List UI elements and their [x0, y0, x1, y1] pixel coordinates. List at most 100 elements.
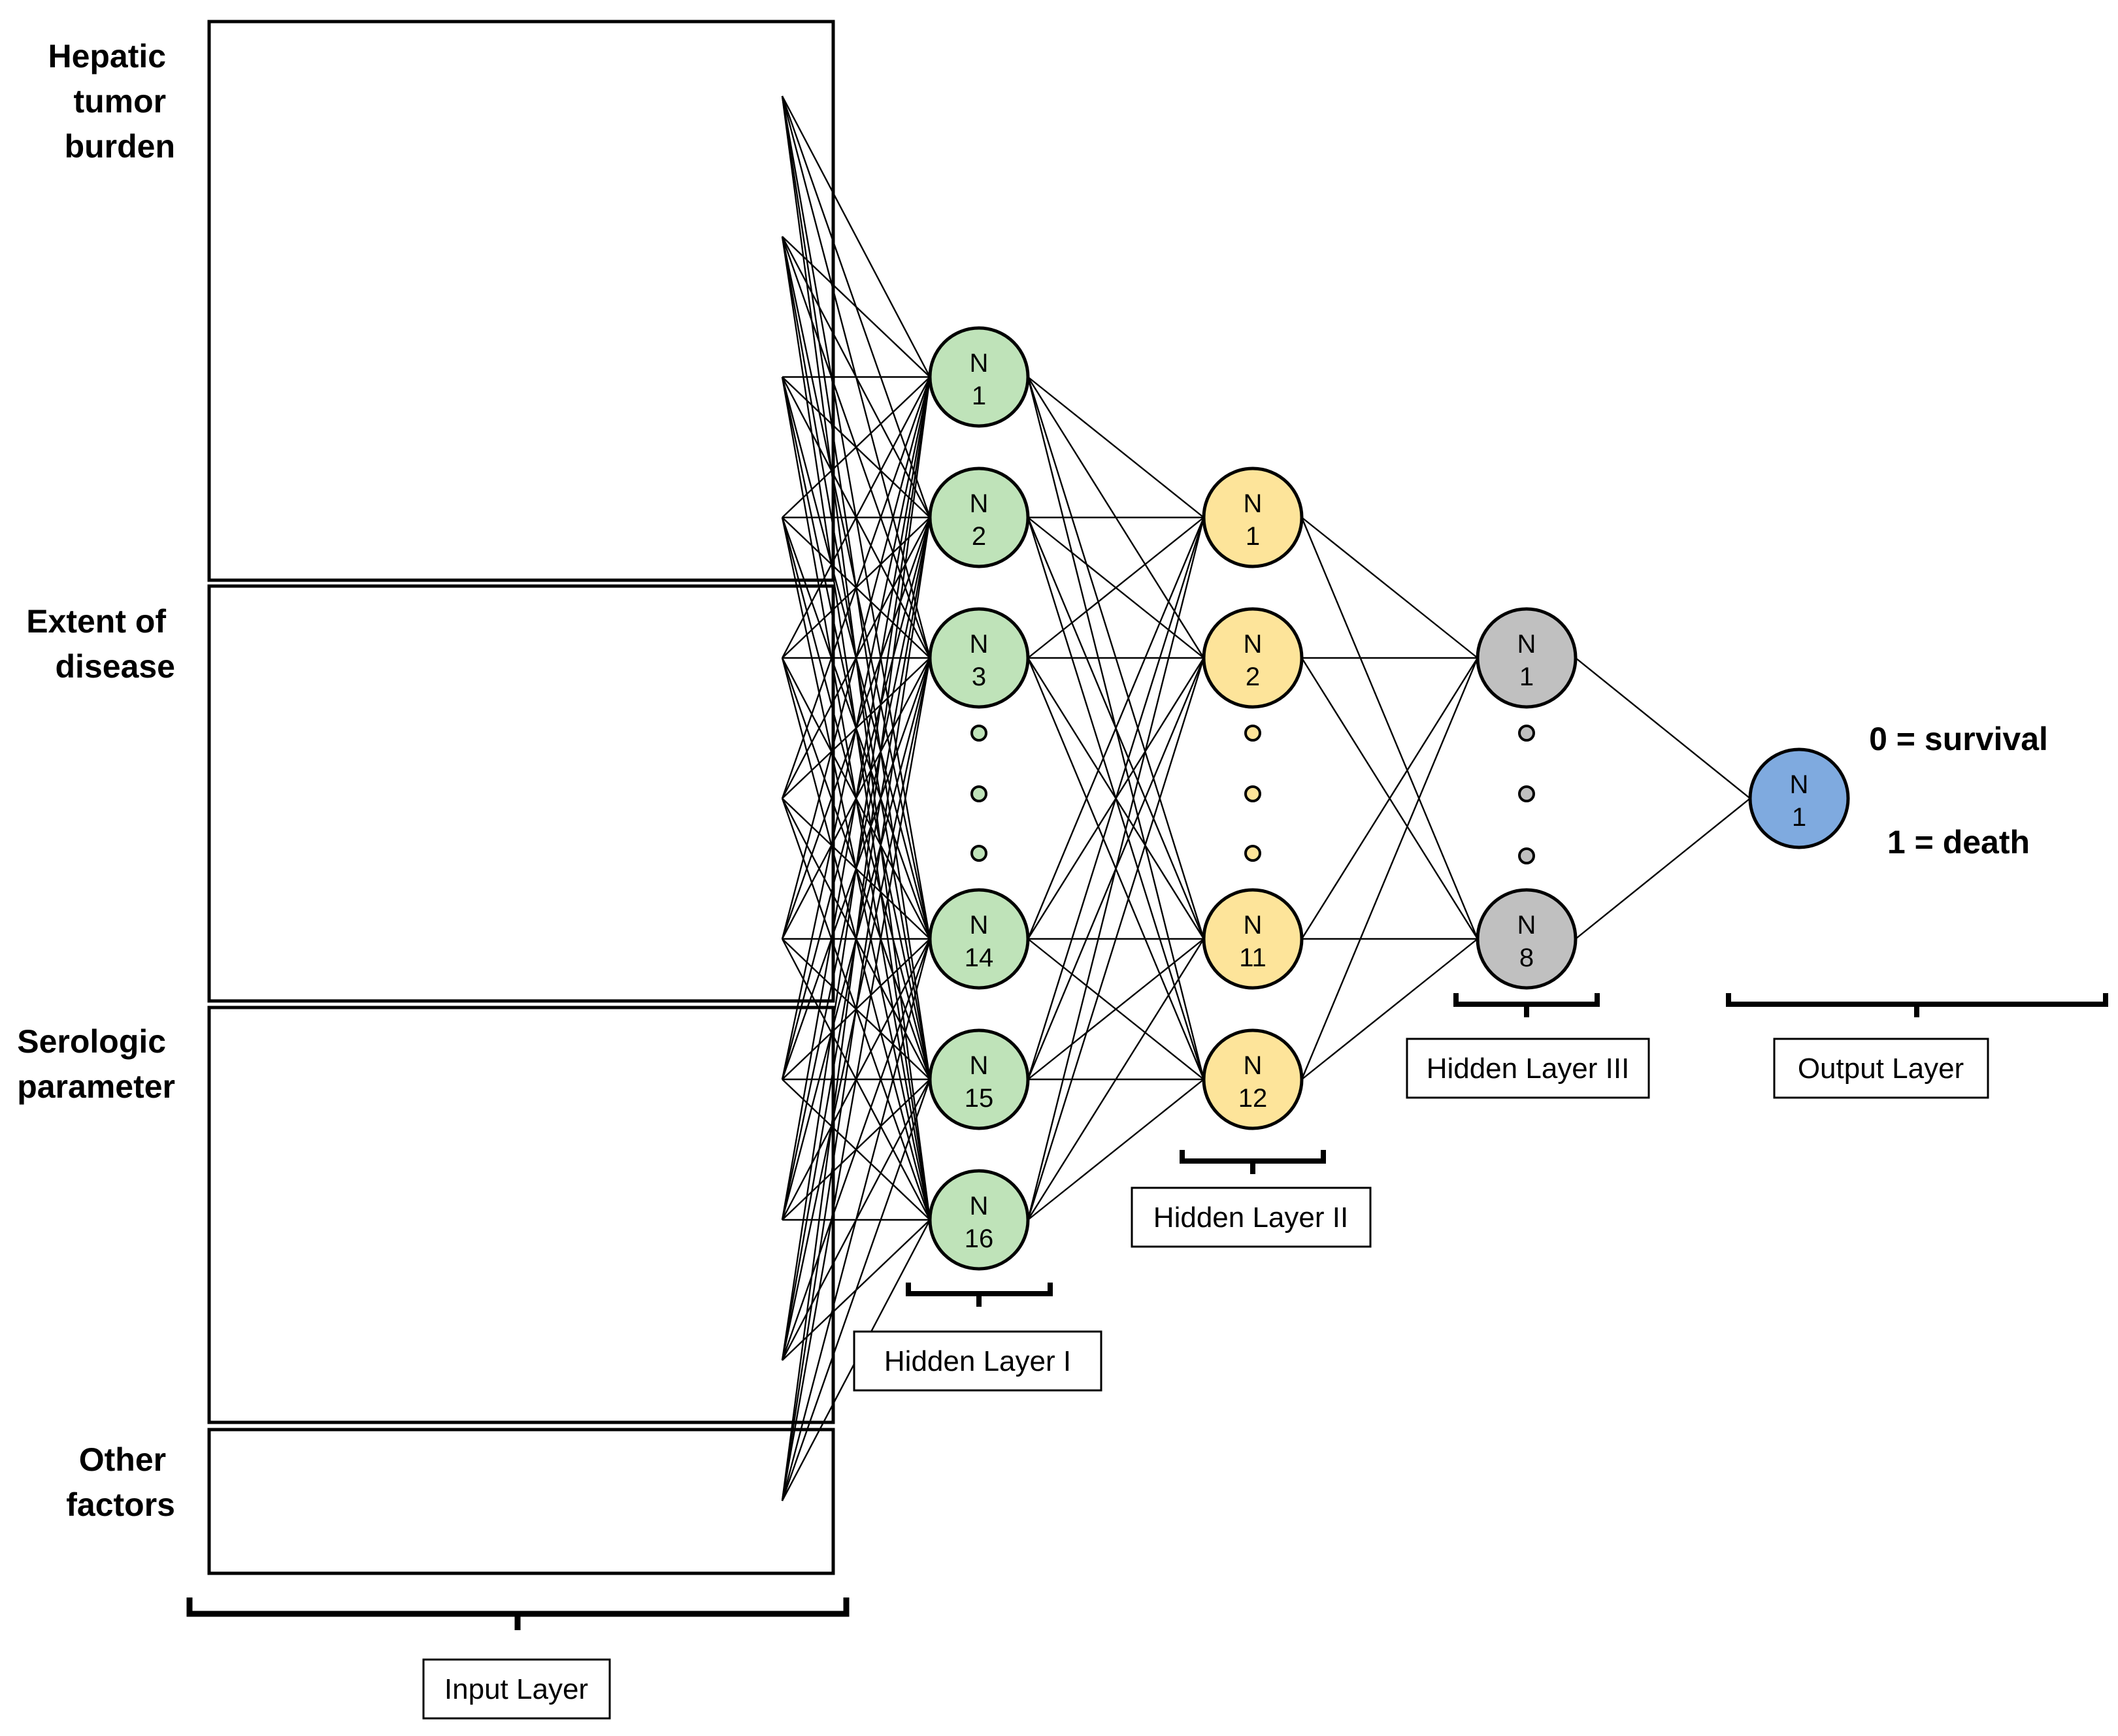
svg-text:Hidden Layer II: Hidden Layer II	[1153, 1202, 1348, 1234]
hidden1-node-15: N 15	[928, 1028, 1030, 1130]
input-layer-bracket	[186, 1597, 850, 1630]
hidden2-4-to-hidden3-2-edge	[1301, 938, 1478, 1080]
hidden1-node-16: N 16	[928, 1169, 1030, 1271]
hidden2-1-to-hidden3-2-edge	[1300, 517, 1479, 940]
hidden3-node-number: 8	[1519, 943, 1534, 972]
input-7-to-hidden1-1-edge	[781, 376, 931, 940]
hidden1-node-1: N1	[928, 326, 1030, 428]
input-5-to-hidden1-1-edge	[781, 376, 931, 659]
hidden1-6-to-hidden2-3-edge	[1027, 938, 1205, 1220]
hidden2-ellipsis-dot	[1244, 845, 1261, 862]
hidden1-4-to-hidden2-1-edge	[1027, 517, 1205, 940]
input-11-to-hidden1-1-edge	[781, 376, 931, 1501]
hidden1-node-letter: N	[970, 349, 989, 378]
hidden-layer-2-bracket	[1180, 1150, 1326, 1174]
hidden2-node-number: 12	[1238, 1084, 1268, 1113]
group-box-extent-of-disease	[207, 584, 835, 1003]
hidden2-node-1: N1	[1202, 467, 1304, 568]
hidden1-node-2: N2	[928, 467, 1030, 568]
output-node-number: 1	[1792, 803, 1806, 832]
hidden1-node-number: 15	[965, 1084, 994, 1113]
hidden1-6-to-hidden2-1-edge	[1027, 517, 1205, 1220]
input-11-to-hidden1-3-edge	[781, 657, 931, 1501]
hidden3-ellipsis-dot	[1518, 847, 1535, 864]
hidden1-6-to-hidden2-4-edge	[1027, 1079, 1204, 1220]
hidden1-ellipsis-dot	[970, 725, 987, 742]
svg-text:Input Layer: Input Layer	[444, 1673, 588, 1705]
hidden3-ellipsis-dot	[1518, 785, 1535, 802]
hidden1-ellipsis-dot	[970, 785, 987, 802]
hidden3-ellipsis-dot	[1518, 725, 1535, 742]
hidden1-node-number: 3	[972, 663, 986, 691]
hidden1-node-letter: N	[970, 1192, 989, 1220]
hidden2-node-11: N11	[1202, 888, 1304, 990]
hidden-layer-3-label: Hidden Layer III	[1406, 1038, 1650, 1099]
hidden1-node-number: 1	[972, 382, 986, 410]
group-title-serologic-parameter: Serologic parameter	[17, 1023, 175, 1105]
hidden1-3-to-hidden2-1-edge	[1027, 517, 1204, 659]
input-11-to-hidden1-4-edge	[781, 938, 931, 1501]
hidden1-node-number: 14	[965, 943, 994, 972]
hidden2-node-12: N 12	[1202, 1028, 1304, 1130]
hidden3-node-letter: N	[1517, 911, 1536, 940]
hidden3-1-to-output-1-edge	[1575, 657, 1751, 799]
hidden1-node-letter: N	[970, 630, 989, 659]
output-node-1: N1	[1748, 747, 1850, 849]
hidden2-node-letter: N	[1244, 630, 1263, 659]
hidden1-ellipsis-dot	[970, 845, 987, 862]
input-8-to-hidden1-1-edge	[781, 376, 931, 1080]
hidden1-6-to-hidden2-2-edge	[1027, 657, 1205, 1220]
output-layer-label: Output Layer	[1773, 1038, 1989, 1099]
input-10-to-hidden1-1-edge	[781, 376, 931, 1361]
input-11-to-hidden1-2-edge	[781, 517, 931, 1501]
hidden1-node-number: 2	[972, 522, 986, 551]
hidden1-5-to-hidden2-1-edge	[1027, 517, 1205, 1080]
hidden2-node-number: 1	[1246, 522, 1260, 551]
input-10-to-hidden1-4-edge	[781, 938, 931, 1361]
group-title-other-factors: Other factors	[66, 1441, 175, 1523]
hidden-layer-1-label: Hidden Layer I	[853, 1330, 1102, 1392]
svg-text:Hidden Layer I: Hidden Layer I	[884, 1345, 1071, 1377]
hidden2-node-letter: N	[1244, 1051, 1263, 1080]
outcome-survival-label: 0 = survival	[1869, 721, 2048, 757]
hidden1-node-letter: N	[970, 911, 989, 940]
hidden2-ellipsis-dot	[1244, 785, 1261, 802]
hidden1-5-to-hidden2-3-edge	[1027, 938, 1204, 1080]
hidden1-1-to-hidden2-1-edge	[1027, 376, 1204, 518]
hidden2-3-to-hidden3-1-edge	[1300, 657, 1479, 940]
hidden3-node-8: N8	[1476, 888, 1578, 990]
hidden2-1-to-hidden3-1-edge	[1301, 517, 1478, 659]
output-layer-bracket	[1726, 993, 2108, 1017]
hidden2-node-number: 11	[1239, 943, 1266, 972]
hidden-layer-2-label: Hidden Layer II	[1131, 1187, 1372, 1248]
outcome-death-label: 1 = death	[1887, 824, 2030, 860]
group-title-extent-of-disease: Extent of disease	[26, 603, 175, 685]
svg-text:Hidden Layer III: Hidden Layer III	[1427, 1053, 1630, 1085]
hidden3-node-number: 1	[1519, 663, 1534, 691]
hidden-layer-3-bracket	[1453, 993, 1600, 1017]
hidden3-node-1: N1	[1476, 607, 1578, 709]
input-2-to-hidden1-1-edge	[782, 236, 931, 378]
input-4-to-hidden1-1-edge	[782, 376, 931, 518]
hidden1-node-number: 16	[965, 1224, 994, 1253]
group-title-hepatic-tumor-burden: Hepatic tumor burden	[48, 38, 175, 165]
group-box-hepatic-tumor-burden	[207, 20, 835, 582]
hidden3-node-letter: N	[1517, 630, 1536, 659]
hidden1-node-14: N 14	[928, 888, 1030, 990]
hidden1-node-letter: N	[970, 1051, 989, 1080]
hidden2-node-number: 2	[1246, 663, 1260, 691]
input-layer-label: Input Layer	[422, 1658, 611, 1720]
hidden1-node-3: N3	[928, 607, 1030, 709]
group-box-other-factors	[207, 1428, 835, 1575]
hidden2-node-letter: N	[1244, 489, 1263, 518]
connections	[781, 95, 1751, 1501]
input-6-to-hidden1-1-edge	[781, 376, 931, 799]
hidden2-4-to-hidden3-1-edge	[1300, 657, 1479, 1080]
svg-text:Output Layer: Output Layer	[1798, 1053, 1964, 1085]
input-9-to-hidden1-1-edge	[781, 376, 931, 1220]
hidden2-node-2: N2	[1202, 607, 1304, 709]
input-1-to-hidden1-1-edge	[781, 95, 931, 378]
hidden2-ellipsis-dot	[1244, 725, 1261, 742]
